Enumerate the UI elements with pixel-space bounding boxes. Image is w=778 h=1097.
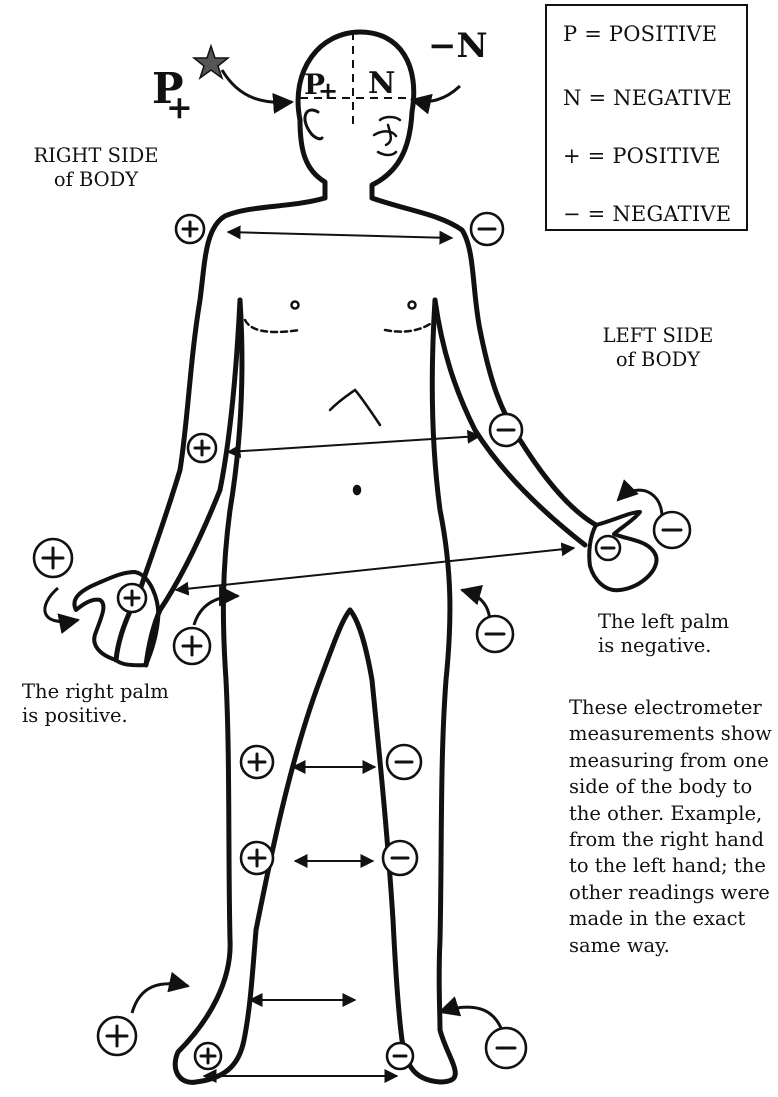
head-negative-pointer [412, 86, 460, 101]
right-side-label-line1: RIGHT SIDE [16, 144, 176, 168]
waist-arrow [228, 436, 480, 452]
left-side-label-line2: of BODY [578, 348, 738, 372]
legend-box: P = POSITIVE N = NEGATIVE + = POSITIVE −… [545, 4, 748, 231]
body-details [245, 117, 440, 494]
legend-row-n: N = NEGATIVE [563, 86, 732, 110]
head-positive-pointer [222, 70, 292, 102]
hand-to-hand-arrow [176, 548, 574, 590]
note-line: to the left hand; the [569, 853, 774, 879]
note-line: These electrometer [569, 695, 774, 721]
note-line: the other. Example, [569, 801, 774, 827]
left-side-label-line1: LEFT SIDE [578, 324, 738, 348]
legend-row-p: P = POSITIVE [563, 22, 717, 46]
right-palm-label-line2: is positive. [22, 704, 169, 728]
note-line: made in the exact [569, 906, 774, 932]
right-foot-pointer [132, 984, 188, 1013]
right-side-label: RIGHT SIDE of BODY [16, 144, 176, 192]
left-palm-label-line1: The left palm [598, 610, 729, 634]
note-line: side of the body to [569, 774, 774, 800]
head-inside-p-sign: + [318, 76, 338, 105]
left-palm-label: The left palm is negative. [598, 610, 729, 658]
legend-row-minus: − = NEGATIVE [563, 202, 731, 226]
measurement-note: These electrometer measurements show mea… [569, 695, 774, 959]
right-hip-pointer [194, 596, 238, 625]
head-inside-n: N [368, 66, 395, 101]
right-side-label-line2: of BODY [16, 168, 176, 192]
note-line: other readings were [569, 880, 774, 906]
head-outside-n: −N [428, 26, 488, 66]
head-outside-p-sign: + [166, 88, 193, 126]
right-palm-label-line1: The right palm [22, 680, 169, 704]
note-line: measuring from one [569, 748, 774, 774]
note-line: measurements show [569, 721, 774, 747]
legend-row-plus: + = POSITIVE [563, 144, 721, 168]
left-side-label: LEFT SIDE of BODY [578, 324, 738, 372]
right-palm-label: The right palm is positive. [22, 680, 169, 728]
shoulder-arrow [228, 232, 452, 238]
note-line: from the right hand [569, 827, 774, 853]
note-line: same way. [569, 933, 774, 959]
left-palm-label-line2: is negative. [598, 634, 729, 658]
